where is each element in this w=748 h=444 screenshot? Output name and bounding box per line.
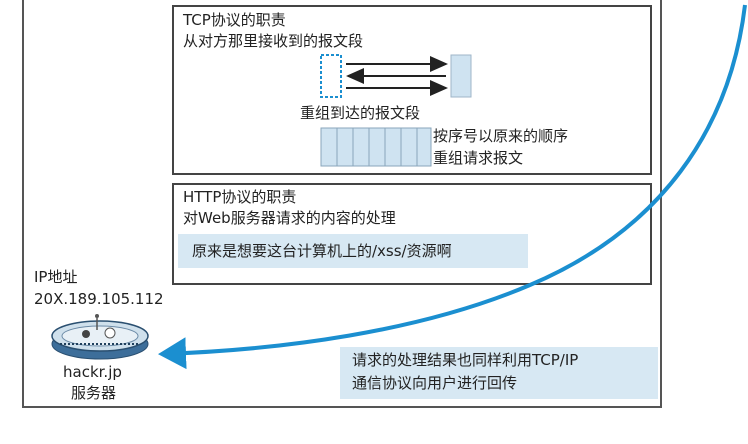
host-name: hackr.jp: [63, 363, 122, 381]
request-highlight: [178, 234, 528, 268]
response-note-bg: [340, 347, 658, 399]
server-frame: [22, 0, 662, 408]
request-resource-text: 原来是想要这台计算机上的/xss/资源啊: [192, 242, 452, 260]
ip-address: 20X.189.105.112: [34, 290, 164, 308]
http-title: HTTP协议的职责: [183, 188, 297, 206]
reassembled-segments: [320, 127, 432, 167]
segment-transfer: [320, 54, 472, 98]
segment-box: [450, 54, 472, 98]
tcp-title: TCP协议的职责: [183, 11, 286, 29]
http-desc: 对Web服务器请求的内容的处理: [183, 209, 396, 227]
tcp-role-box: [172, 5, 652, 175]
segment-dotted-box: [320, 54, 342, 98]
response-curve-arrow: [158, 4, 747, 370]
tcp-order-line1: 按序号以原来的顺序: [433, 127, 569, 145]
server-icon: [51, 314, 149, 360]
host-role: 服务器: [71, 384, 117, 402]
response-line2: 通信协议向用户进行回传: [352, 374, 518, 392]
response-line1: 请求的处理结果也同样利用TCP/IP: [352, 351, 579, 369]
tcp-reassemble-text: 重组到达的报文段: [300, 104, 421, 122]
tcp-receive-text: 从对方那里接收到的报文段: [183, 32, 364, 50]
tcp-order-line2: 重组请求报文: [433, 149, 524, 167]
ip-label: IP地址: [34, 268, 78, 286]
